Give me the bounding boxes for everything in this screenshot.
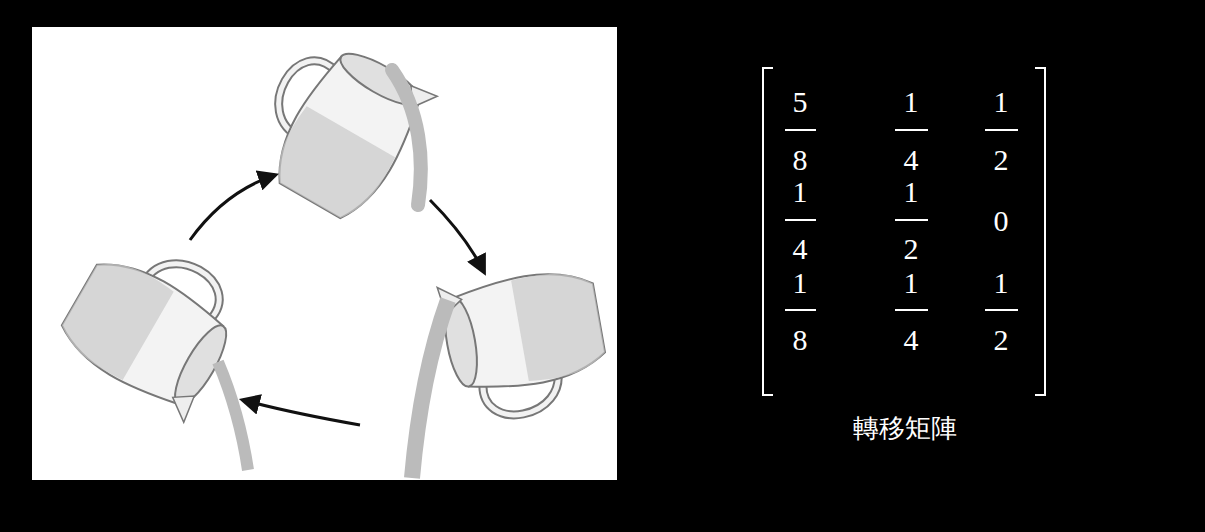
cycle-arrow: [243, 400, 360, 425]
matrix-entry: 1: [904, 177, 919, 207]
cycle-arrow: [430, 200, 484, 272]
pitcher-top: [239, 27, 437, 230]
matrix-bracket: [763, 68, 1045, 395]
matrix-entry: 2: [994, 325, 1009, 355]
matrix-entry: 8: [793, 145, 808, 175]
matrix-entry: 1: [904, 268, 919, 298]
fraction-bar: [785, 130, 1018, 310]
matrix-entry: 0: [994, 206, 1009, 236]
matrix-entry: 1: [994, 268, 1009, 298]
pitcher-left: [50, 224, 253, 470]
picture-panel: [32, 27, 617, 480]
matrix-entry: 2: [994, 145, 1009, 175]
matrix-entry: 4: [793, 234, 808, 264]
matrix-entry: 1: [904, 87, 919, 117]
matrix-entry: 1: [793, 177, 808, 207]
matrix-entry: 8: [793, 325, 808, 355]
matrix-entry: 5: [793, 87, 808, 117]
matrix-entry: 2: [904, 234, 919, 264]
matrix-caption: 轉移矩陣: [853, 415, 957, 441]
matrix-entry: 4: [904, 325, 919, 355]
matrix-entry: 1: [994, 87, 1009, 117]
matrix-entry: 1: [793, 268, 808, 298]
matrix-entry: 4: [904, 145, 919, 175]
pitcher-right: [412, 261, 613, 478]
cycle-arrow: [190, 175, 275, 240]
